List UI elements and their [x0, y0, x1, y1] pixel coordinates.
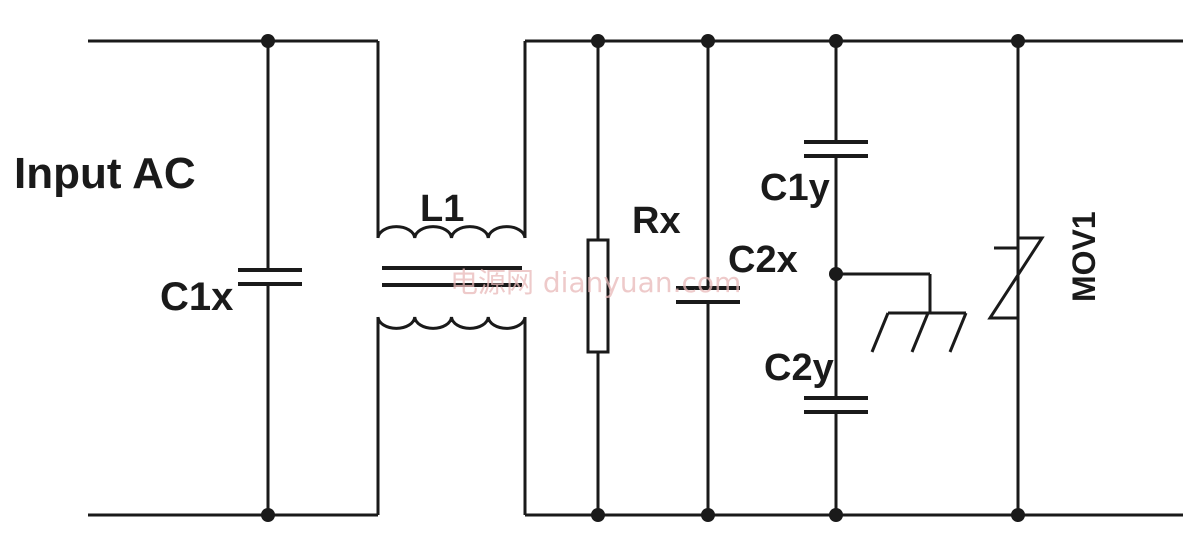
junction-dots [261, 34, 1025, 522]
c2y-label: C2y [764, 347, 834, 389]
junction-dot [829, 508, 843, 522]
junction-dot [261, 34, 275, 48]
junction-dot [591, 508, 605, 522]
c1x-label: C1x [160, 275, 233, 319]
watermark-text: 电源网 dianyuan.com [450, 266, 741, 299]
mov1-label: MOV1 [1066, 211, 1102, 302]
junction-dot [829, 34, 843, 48]
resistor-rx [586, 41, 610, 515]
inductor-l1 [376, 41, 527, 515]
rx-label: Rx [632, 200, 681, 242]
junction-dot [261, 508, 275, 522]
c1y-label: C1y [760, 167, 830, 209]
ground-symbol [836, 272, 968, 353]
junction-dot [701, 34, 715, 48]
junction-dot [829, 267, 843, 281]
l1-label: L1 [420, 188, 464, 230]
input-ac-label: Input AC [14, 149, 196, 198]
junction-dot [701, 508, 715, 522]
junction-dot [591, 34, 605, 48]
junction-dot [1011, 34, 1025, 48]
capacitor-c1y [804, 41, 868, 274]
junction-dot [1011, 508, 1025, 522]
varistor-mov1 [987, 41, 1045, 515]
capacitor-c1x [238, 41, 302, 515]
c2x-label: C2x [728, 239, 798, 281]
capacitor-c2x [676, 41, 740, 515]
capacitor-c2y [804, 274, 868, 515]
